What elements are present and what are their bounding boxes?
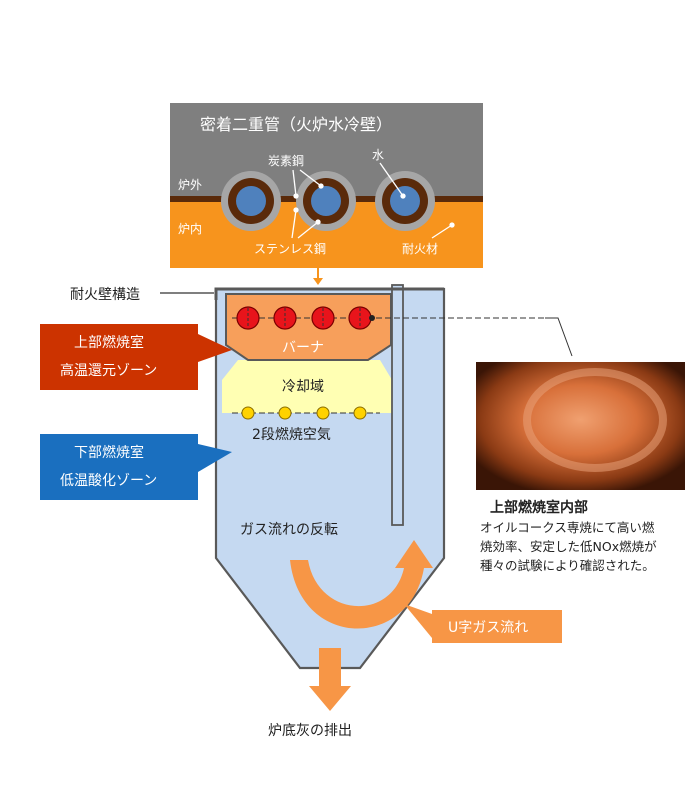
ash-arrow (309, 648, 351, 711)
u-flow-arrow (290, 540, 433, 629)
u-flow-label: U字ガス流れ (448, 620, 529, 636)
lower-zone-callout-bg (40, 434, 198, 500)
upper-zone-line1: 上部燃焼室 (74, 335, 144, 351)
inside-label: 炉内 (178, 222, 203, 236)
inner-duct-wall (391, 284, 404, 526)
wall-structure-label: 耐火壁構造 (70, 287, 140, 303)
reversal-label: ガス流れの反転 (240, 522, 338, 538)
stainless-label: ステンレス鋼 (254, 242, 327, 256)
water-label: 水 (372, 148, 385, 162)
panel-title: 密着二重管（火炉水冷壁） (200, 115, 393, 134)
photo-caption-title: 上部燃焼室内部 (490, 500, 588, 516)
secondary-air-row (232, 406, 380, 420)
lower-zone-line1: 下部燃焼室 (74, 445, 144, 461)
lower-zone-line2: 低温酸化ゾーン (60, 473, 158, 489)
ash-label: 炉底灰の排出 (268, 723, 352, 739)
photo-caption-line: オイルコークス専焼にて高い燃 (480, 520, 655, 535)
tube-2 (296, 171, 356, 231)
outside-label: 炉外 (178, 178, 203, 192)
cooling-label: 冷却域 (282, 379, 324, 395)
upper-zone-line2: 高温還元ゾーン (60, 363, 158, 379)
refractory-label: 耐火材 (402, 242, 439, 256)
cooling-zone (222, 360, 392, 413)
tube-1 (221, 171, 281, 231)
photo-caption-line: 焼効率、安定した低NOx燃焼が (480, 539, 657, 554)
secondary-air-label: 2段燃焼空気 (252, 427, 331, 443)
photo-caption-line: 種々の試験により確認された。 (480, 558, 655, 573)
carbon-steel-label: 炭素鋼 (268, 154, 305, 168)
upper-zone-callout-bg (40, 324, 198, 390)
burner-label: バーナ (282, 340, 324, 356)
panel-leaders (291, 162, 455, 239)
tube-3 (375, 171, 435, 231)
upper-chamber (225, 293, 392, 361)
burner-row (232, 306, 545, 330)
u-flow-callout-bg (432, 610, 562, 643)
